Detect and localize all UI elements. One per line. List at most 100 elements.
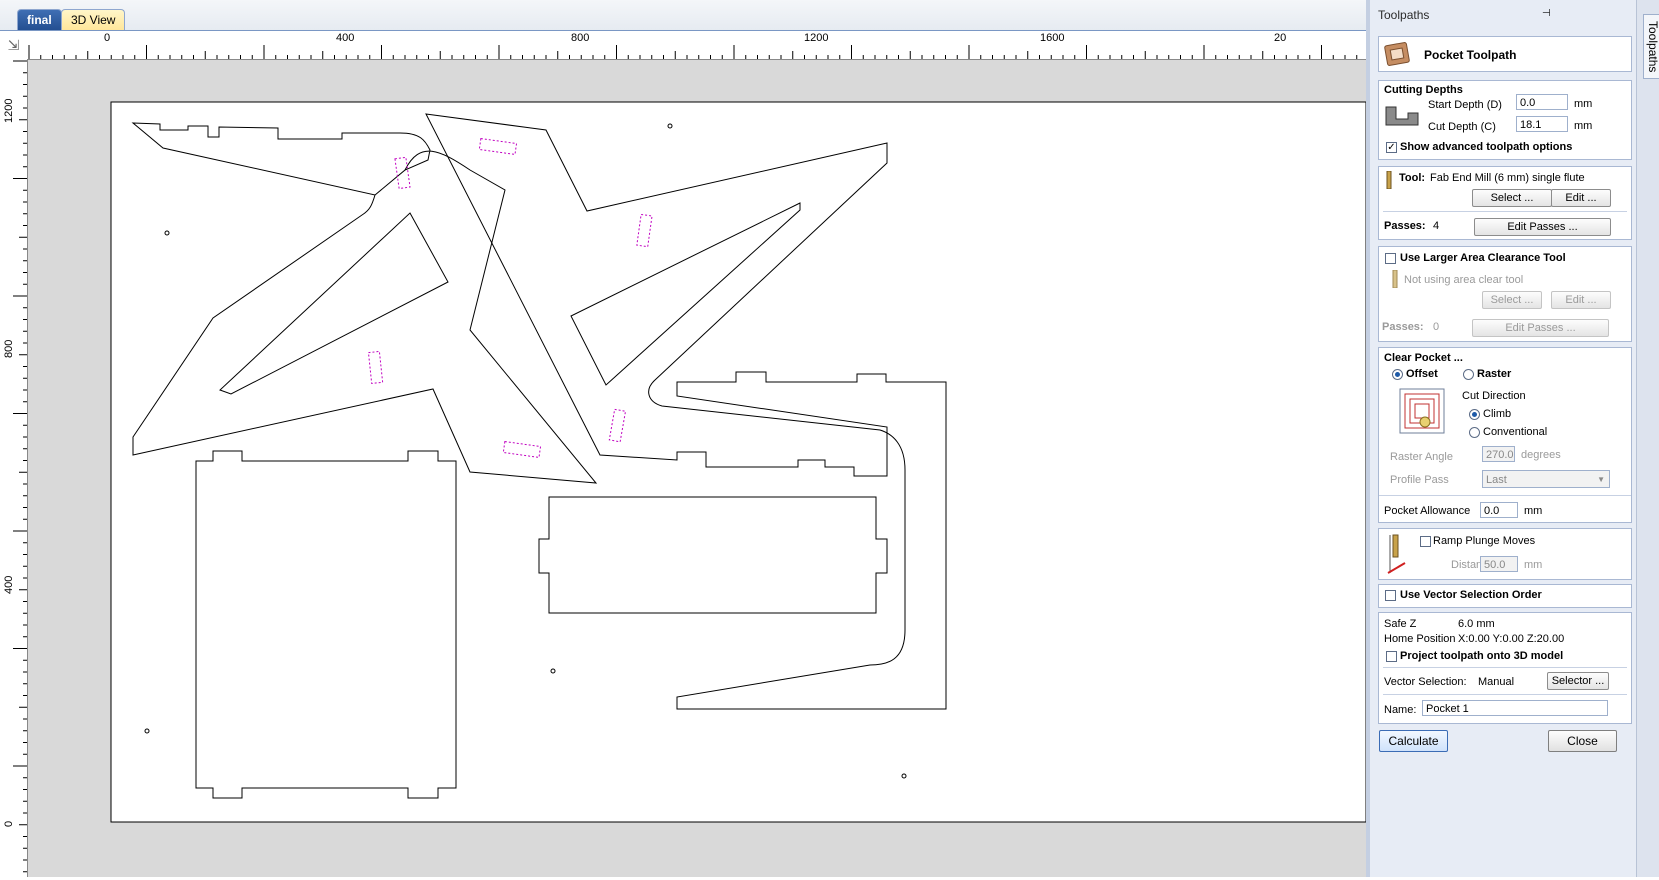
clearance-edit-button[interactable]: Edit ...: [1551, 291, 1611, 309]
advanced-options-label: Show advanced toolpath options: [1400, 141, 1573, 153]
ramp-plunge-checkbox[interactable]: [1420, 536, 1431, 547]
ramp-plunge-label: Ramp Plunge Moves: [1433, 535, 1536, 547]
start-depth-unit: mm: [1574, 98, 1593, 110]
calculate-button[interactable]: Calculate: [1379, 730, 1448, 752]
selected-pocket-vector[interactable]: [502, 440, 542, 459]
vector-left-wing-cutout[interactable]: [219, 212, 449, 395]
raster-radio[interactable]: [1463, 369, 1474, 380]
tool-name: Fab End Mill (6 mm) single flute: [1430, 172, 1585, 184]
chevron-down-icon: ▼: [1597, 475, 1605, 484]
climb-label: Climb: [1483, 408, 1512, 420]
toolpath-type-title: Pocket Toolpath: [1424, 48, 1517, 62]
divider: [1379, 495, 1631, 496]
selected-pocket-vector[interactable]: [367, 350, 384, 384]
selected-pocket-vector[interactable]: [636, 213, 653, 248]
selected-pocket-vector[interactable]: [394, 156, 411, 190]
vector-center-strip[interactable]: [425, 113, 947, 710]
vector-hole[interactable]: [550, 668, 556, 674]
horizontal-ruler-ticks: [28, 45, 1358, 59]
tool-group: Tool: Fab End Mill (6 mm) single flute S…: [1378, 166, 1632, 240]
horizontal-ruler: 0 400 800 1200 1600 20: [27, 31, 1366, 60]
clearance-tool-checkbox[interactable]: [1385, 253, 1396, 264]
vector-order-checkbox[interactable]: [1385, 590, 1396, 601]
tool-label: Tool:: [1399, 172, 1426, 184]
close-button[interactable]: Close: [1548, 730, 1617, 752]
project-toolpath-label: Project toolpath onto 3D model: [1400, 650, 1564, 662]
offset-radio[interactable]: [1392, 369, 1403, 380]
select-tool-button[interactable]: Select ...: [1472, 189, 1552, 207]
tab-3d-view[interactable]: 3D View: [61, 9, 126, 30]
ruler-label: 20: [1274, 32, 1287, 44]
cutting-depths-title: Cutting Depths: [1384, 84, 1463, 96]
toolpath-name-input[interactable]: Pocket 1: [1422, 700, 1608, 716]
vector-rect-left[interactable]: [195, 450, 457, 799]
offset-label: Offset: [1406, 368, 1438, 380]
ruler-label: 0: [104, 32, 111, 44]
start-depth-input[interactable]: 0.0: [1516, 94, 1568, 110]
conventional-label: Conventional: [1483, 426, 1548, 438]
ruler-label: 800: [571, 32, 590, 44]
vector-hole[interactable]: [144, 728, 150, 734]
clearance-select-button[interactable]: Select ...: [1482, 291, 1542, 309]
pocket-allowance-label: Pocket Allowance: [1384, 505, 1471, 517]
tab-final[interactable]: final: [17, 9, 62, 30]
selected-pocket-vector[interactable]: [478, 137, 518, 156]
side-tab-strip: Toolpaths: [1636, 0, 1659, 877]
advanced-options-checkbox[interactable]: ✓: [1386, 142, 1397, 153]
profile-pass-label: Profile Pass: [1390, 474, 1449, 486]
selector-button[interactable]: Selector ...: [1547, 672, 1609, 690]
document-area: final 3D View ⇲ 0 400 800 1200 1600 20 1…: [0, 0, 1366, 877]
passes-label: Passes:: [1384, 220, 1426, 232]
conventional-radio[interactable]: [1469, 427, 1480, 438]
pocket-allowance-input[interactable]: 0.0: [1480, 502, 1518, 518]
vector-hole[interactable]: [164, 230, 170, 236]
profile-pass-value: Last: [1486, 474, 1507, 486]
cut-depth-label: Cut Depth (C): [1428, 121, 1496, 133]
drawing-svg[interactable]: [28, 60, 1366, 877]
raster-label: Raster: [1477, 368, 1512, 380]
toolpaths-side-tab[interactable]: Toolpaths: [1643, 14, 1659, 80]
project-toolpath-checkbox[interactable]: [1386, 651, 1397, 662]
ramp-distance-input[interactable]: 50.0: [1480, 556, 1518, 572]
pin-icon[interactable]: ⊣: [1542, 8, 1551, 19]
vertical-ruler: 1200 800 400 0: [0, 59, 28, 877]
toolpath-info-group: Safe Z 6.0 mm Home Position X:0.00 Y:0.0…: [1378, 612, 1632, 724]
edit-passes-button[interactable]: Edit Passes ...: [1474, 218, 1611, 236]
raster-angle-label: Raster Angle: [1390, 451, 1453, 463]
document-tab-bar: final 3D View: [0, 0, 1366, 31]
offset-pattern-icon: [1399, 388, 1445, 434]
clearance-status: Not using area clear tool: [1404, 274, 1524, 286]
vector-selection-value: Manual: [1478, 676, 1515, 688]
cut-depth-unit: mm: [1574, 120, 1593, 132]
climb-radio[interactable]: [1469, 409, 1480, 420]
vector-right-wing-cutout[interactable]: [570, 202, 801, 386]
home-position-value: X:0.00 Y:0.00 Z:20.00: [1458, 633, 1565, 645]
clearance-passes-label: Passes:: [1382, 321, 1424, 333]
safe-z-label: Safe Z: [1384, 618, 1417, 630]
raster-angle-input[interactable]: 270.0: [1482, 446, 1515, 462]
clearance-edit-passes-button[interactable]: Edit Passes ...: [1472, 319, 1609, 337]
selected-pocket-vector[interactable]: [608, 408, 627, 443]
toolpath-panel: Toolpaths ⊣ Pocket Toolpath Cutting Dept…: [1366, 0, 1640, 877]
toolpath-header: Pocket Toolpath: [1378, 36, 1632, 72]
vector-rect-center[interactable]: [538, 496, 888, 614]
ruler-label: 0: [3, 820, 15, 827]
home-position-label: Home Position: [1384, 633, 1456, 645]
cut-depth-input[interactable]: 18.1: [1516, 116, 1568, 132]
ramp-group: Ramp Plunge Moves Distance 50.0 mm: [1378, 528, 1632, 580]
name-label: Name:: [1384, 704, 1417, 716]
vertical-ruler-ticks: [13, 60, 27, 873]
ruler-label: 1600: [1040, 32, 1065, 44]
clearance-mill-icon: [1392, 270, 1398, 288]
vector-left-wing[interactable]: [131, 122, 598, 484]
ruler-corner-icon[interactable]: ⇲: [0, 31, 27, 59]
pocket-allowance-unit: mm: [1524, 505, 1543, 517]
vector-order-group: Use Vector Selection Order: [1378, 584, 1632, 608]
drawing-canvas[interactable]: [28, 60, 1366, 877]
vector-hole[interactable]: [667, 123, 673, 129]
safe-z-value: 6.0 mm: [1458, 618, 1495, 630]
vector-hole[interactable]: [901, 773, 907, 779]
cut-direction-label: Cut Direction: [1462, 390, 1526, 402]
edit-tool-button[interactable]: Edit ...: [1551, 189, 1611, 207]
profile-pass-select[interactable]: Last ▼: [1482, 470, 1610, 488]
